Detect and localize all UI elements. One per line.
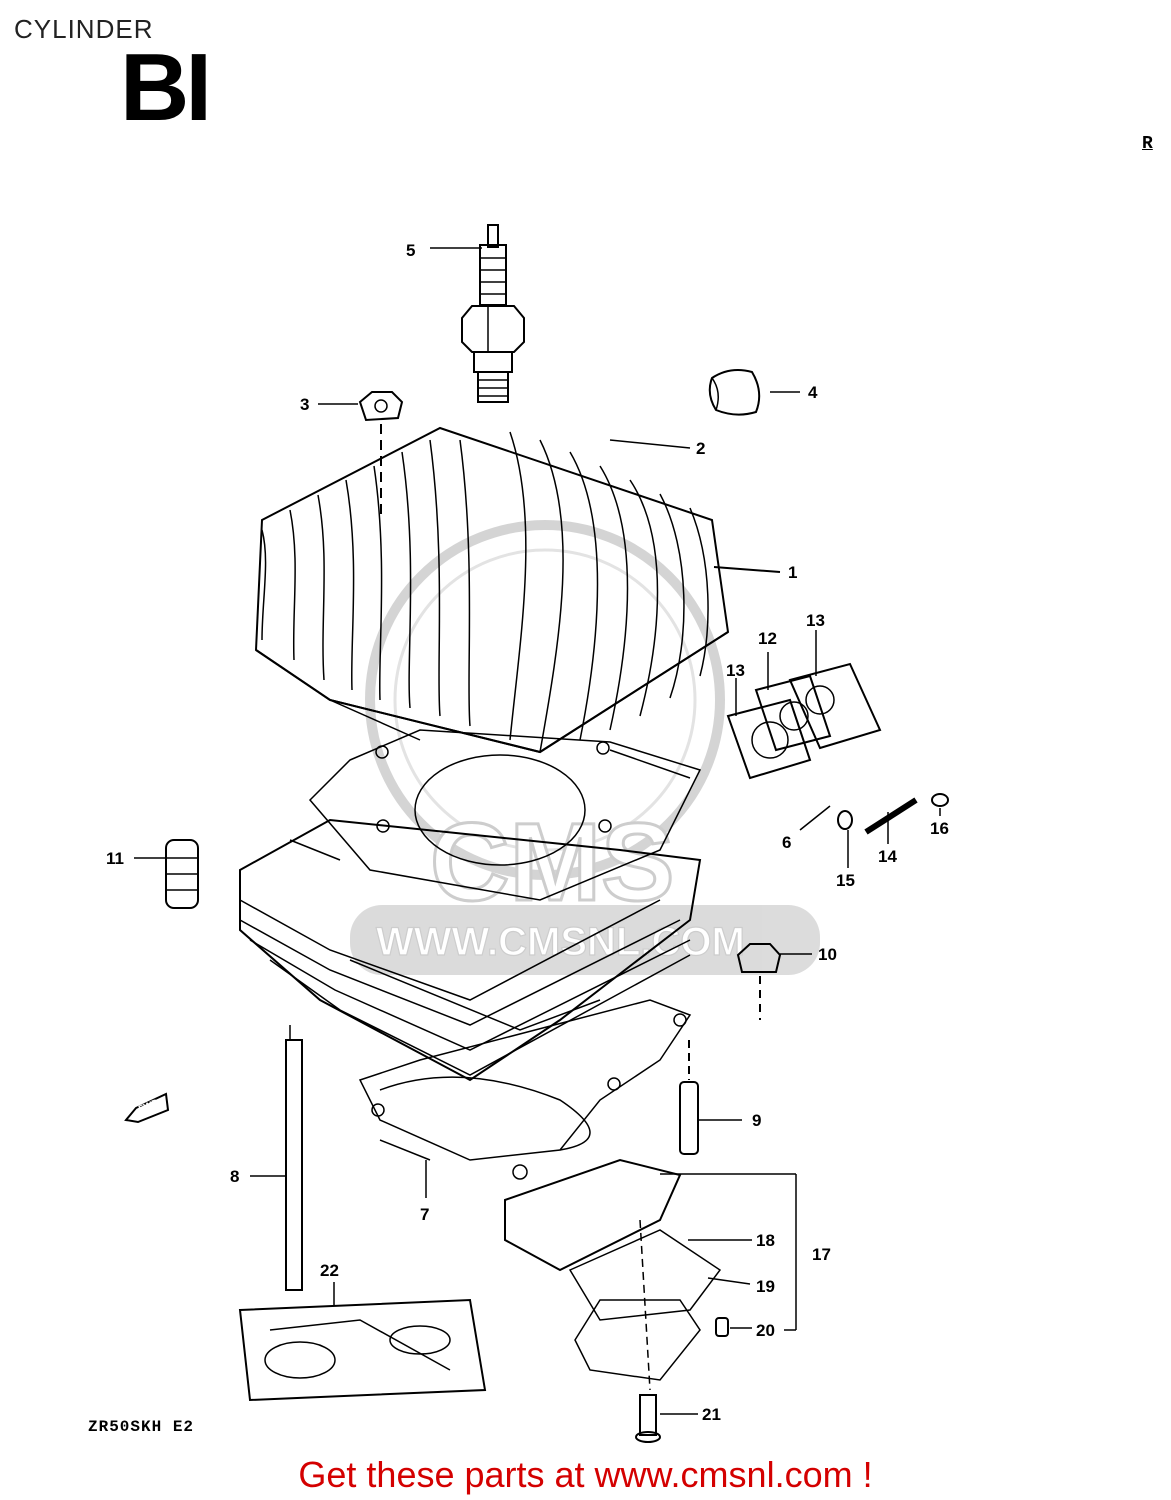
reed-valve — [504, 1158, 722, 1391]
callout-16: 16 — [930, 819, 949, 838]
corner-mark: R — [1142, 134, 1153, 154]
callout-13b: 13 — [806, 611, 825, 630]
callout-4: 4 — [808, 383, 818, 402]
callout-13a: 13 — [726, 661, 745, 680]
callout-21: 21 — [702, 1405, 721, 1424]
callout-17: 17 — [812, 1245, 831, 1264]
model-code: ZR50SKH E2 — [88, 1418, 195, 1436]
callout-14: 14 — [878, 847, 897, 866]
section-code: BI — [120, 34, 212, 141]
cylinder-head — [254, 426, 781, 754]
fwd-direction-marker: FWD — [124, 1092, 170, 1124]
watermark-brand: CMS — [430, 801, 674, 924]
leader-lines — [134, 247, 941, 1415]
cta-link[interactable]: Get these parts at www.cmsnl.com ! — [298, 1454, 873, 1495]
watermark: CMS WWW.CMSNL.COM — [350, 520, 820, 975]
callout-19: 19 — [756, 1277, 775, 1296]
callout-8: 8 — [230, 1167, 239, 1186]
callout-6: 6 — [782, 833, 791, 852]
dowel-pin — [679, 1040, 699, 1155]
callout-20: 20 — [756, 1321, 775, 1340]
callout-numbers: 1 2 3 4 5 6 7 8 9 10 11 12 13 13 14 15 1… — [106, 241, 949, 1424]
callout-7: 7 — [420, 1205, 429, 1224]
callout-10: 10 — [818, 945, 837, 964]
callout-11: 11 — [106, 849, 124, 868]
head-gasket — [308, 729, 702, 901]
gasket-set — [238, 1298, 487, 1402]
callout-15: 15 — [836, 871, 855, 890]
nut-top — [358, 391, 404, 520]
bolt — [635, 1394, 661, 1443]
callout-9: 9 — [752, 1111, 761, 1130]
base-gasket — [358, 999, 692, 1180]
callout-22: 22 — [320, 1261, 339, 1280]
nut-right — [736, 943, 782, 1020]
callout-2: 2 — [696, 439, 705, 458]
cap — [708, 369, 761, 416]
cap-set — [165, 839, 199, 909]
callout-18: 18 — [756, 1231, 775, 1250]
callout-3: 3 — [300, 395, 309, 414]
cylinder-block — [239, 818, 702, 1082]
page-title: CYLINDER — [14, 14, 154, 44]
screw — [715, 1317, 729, 1337]
callout-1: 1 — [788, 563, 797, 582]
watermark-url: WWW.CMSNL.COM — [376, 920, 745, 964]
fwd-label: FWD — [137, 1097, 160, 1114]
spark-plug — [461, 224, 525, 403]
callout-12: 12 — [758, 629, 777, 648]
stud — [285, 1025, 303, 1291]
small-parts — [837, 793, 949, 835]
intake-spacer — [726, 662, 882, 780]
callout-5: 5 — [406, 241, 415, 260]
